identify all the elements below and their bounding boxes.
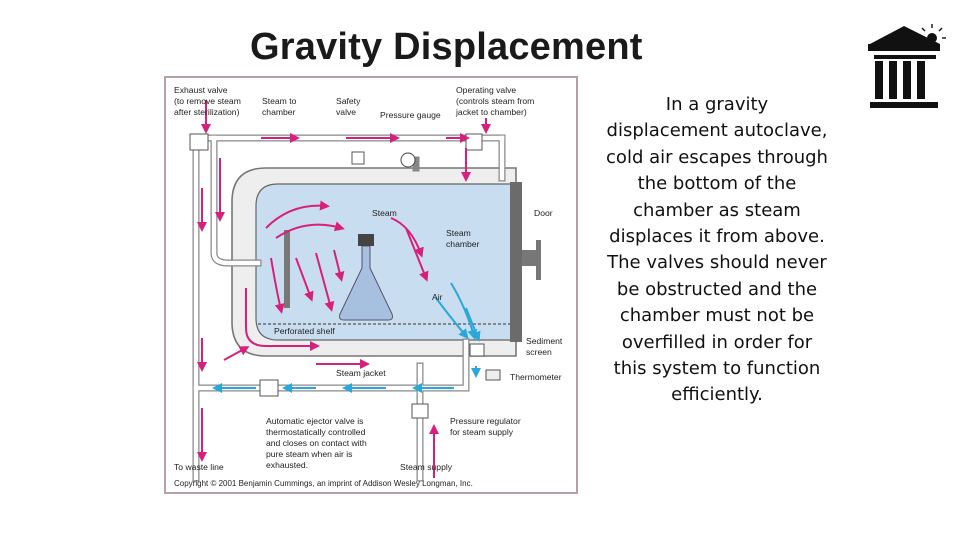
label-to-waste-line: To waste line: [174, 462, 224, 472]
door-handle: [522, 250, 536, 266]
label-air: Air: [432, 292, 443, 302]
autoclave-diagram: Exhaust valve (to remove steam after ste…: [164, 76, 578, 494]
thermometer: [485, 369, 501, 381]
label-steam: Steam: [372, 208, 397, 218]
label-pressure-regulator: Pressure regulator for steam supply: [450, 416, 523, 437]
door: [510, 182, 522, 342]
flask: [339, 245, 393, 321]
label-thermometer: Thermometer: [510, 372, 562, 382]
pressure-gauge: [400, 152, 416, 168]
label-sediment-screen: Sediment screen: [526, 336, 565, 357]
label-copyright: Copyright © 2001 Benjamin Cummings, an i…: [174, 479, 473, 488]
institution-building-icon: [868, 24, 946, 108]
pressure-regulator: [411, 403, 429, 419]
label-door: Door: [534, 208, 553, 218]
safety-valve: [351, 151, 365, 165]
label-steam-supply: Steam supply: [400, 462, 453, 472]
label-steam-chamber: Steam chamber: [446, 228, 480, 249]
steam-chamber: [255, 183, 513, 341]
ejector-valve: [259, 379, 279, 397]
label-steam-to-chamber: Steam to chamber: [262, 96, 299, 117]
label-steam-jacket: Steam jacket: [336, 368, 386, 378]
label-pressure-gauge: Pressure gauge: [380, 110, 441, 120]
sediment-screen: [469, 343, 485, 357]
label-exhaust-valve: Exhaust valve (to remove steam after ste…: [174, 85, 243, 117]
label-ejector-valve: Automatic ejector valve is thermostatica…: [266, 416, 369, 470]
label-perforated-shelf: Perforated shelf: [274, 326, 335, 336]
label-safety-valve: Safety valve: [336, 96, 363, 117]
description-text: In a gravity displacement autoclave, col…: [606, 94, 828, 406]
slide-title: Gravity Displacement: [250, 26, 643, 68]
exhaust-valve: [189, 133, 209, 151]
operating-valve: [465, 133, 483, 151]
label-operating-valve: Operating valve (controls steam from jac…: [455, 85, 537, 117]
